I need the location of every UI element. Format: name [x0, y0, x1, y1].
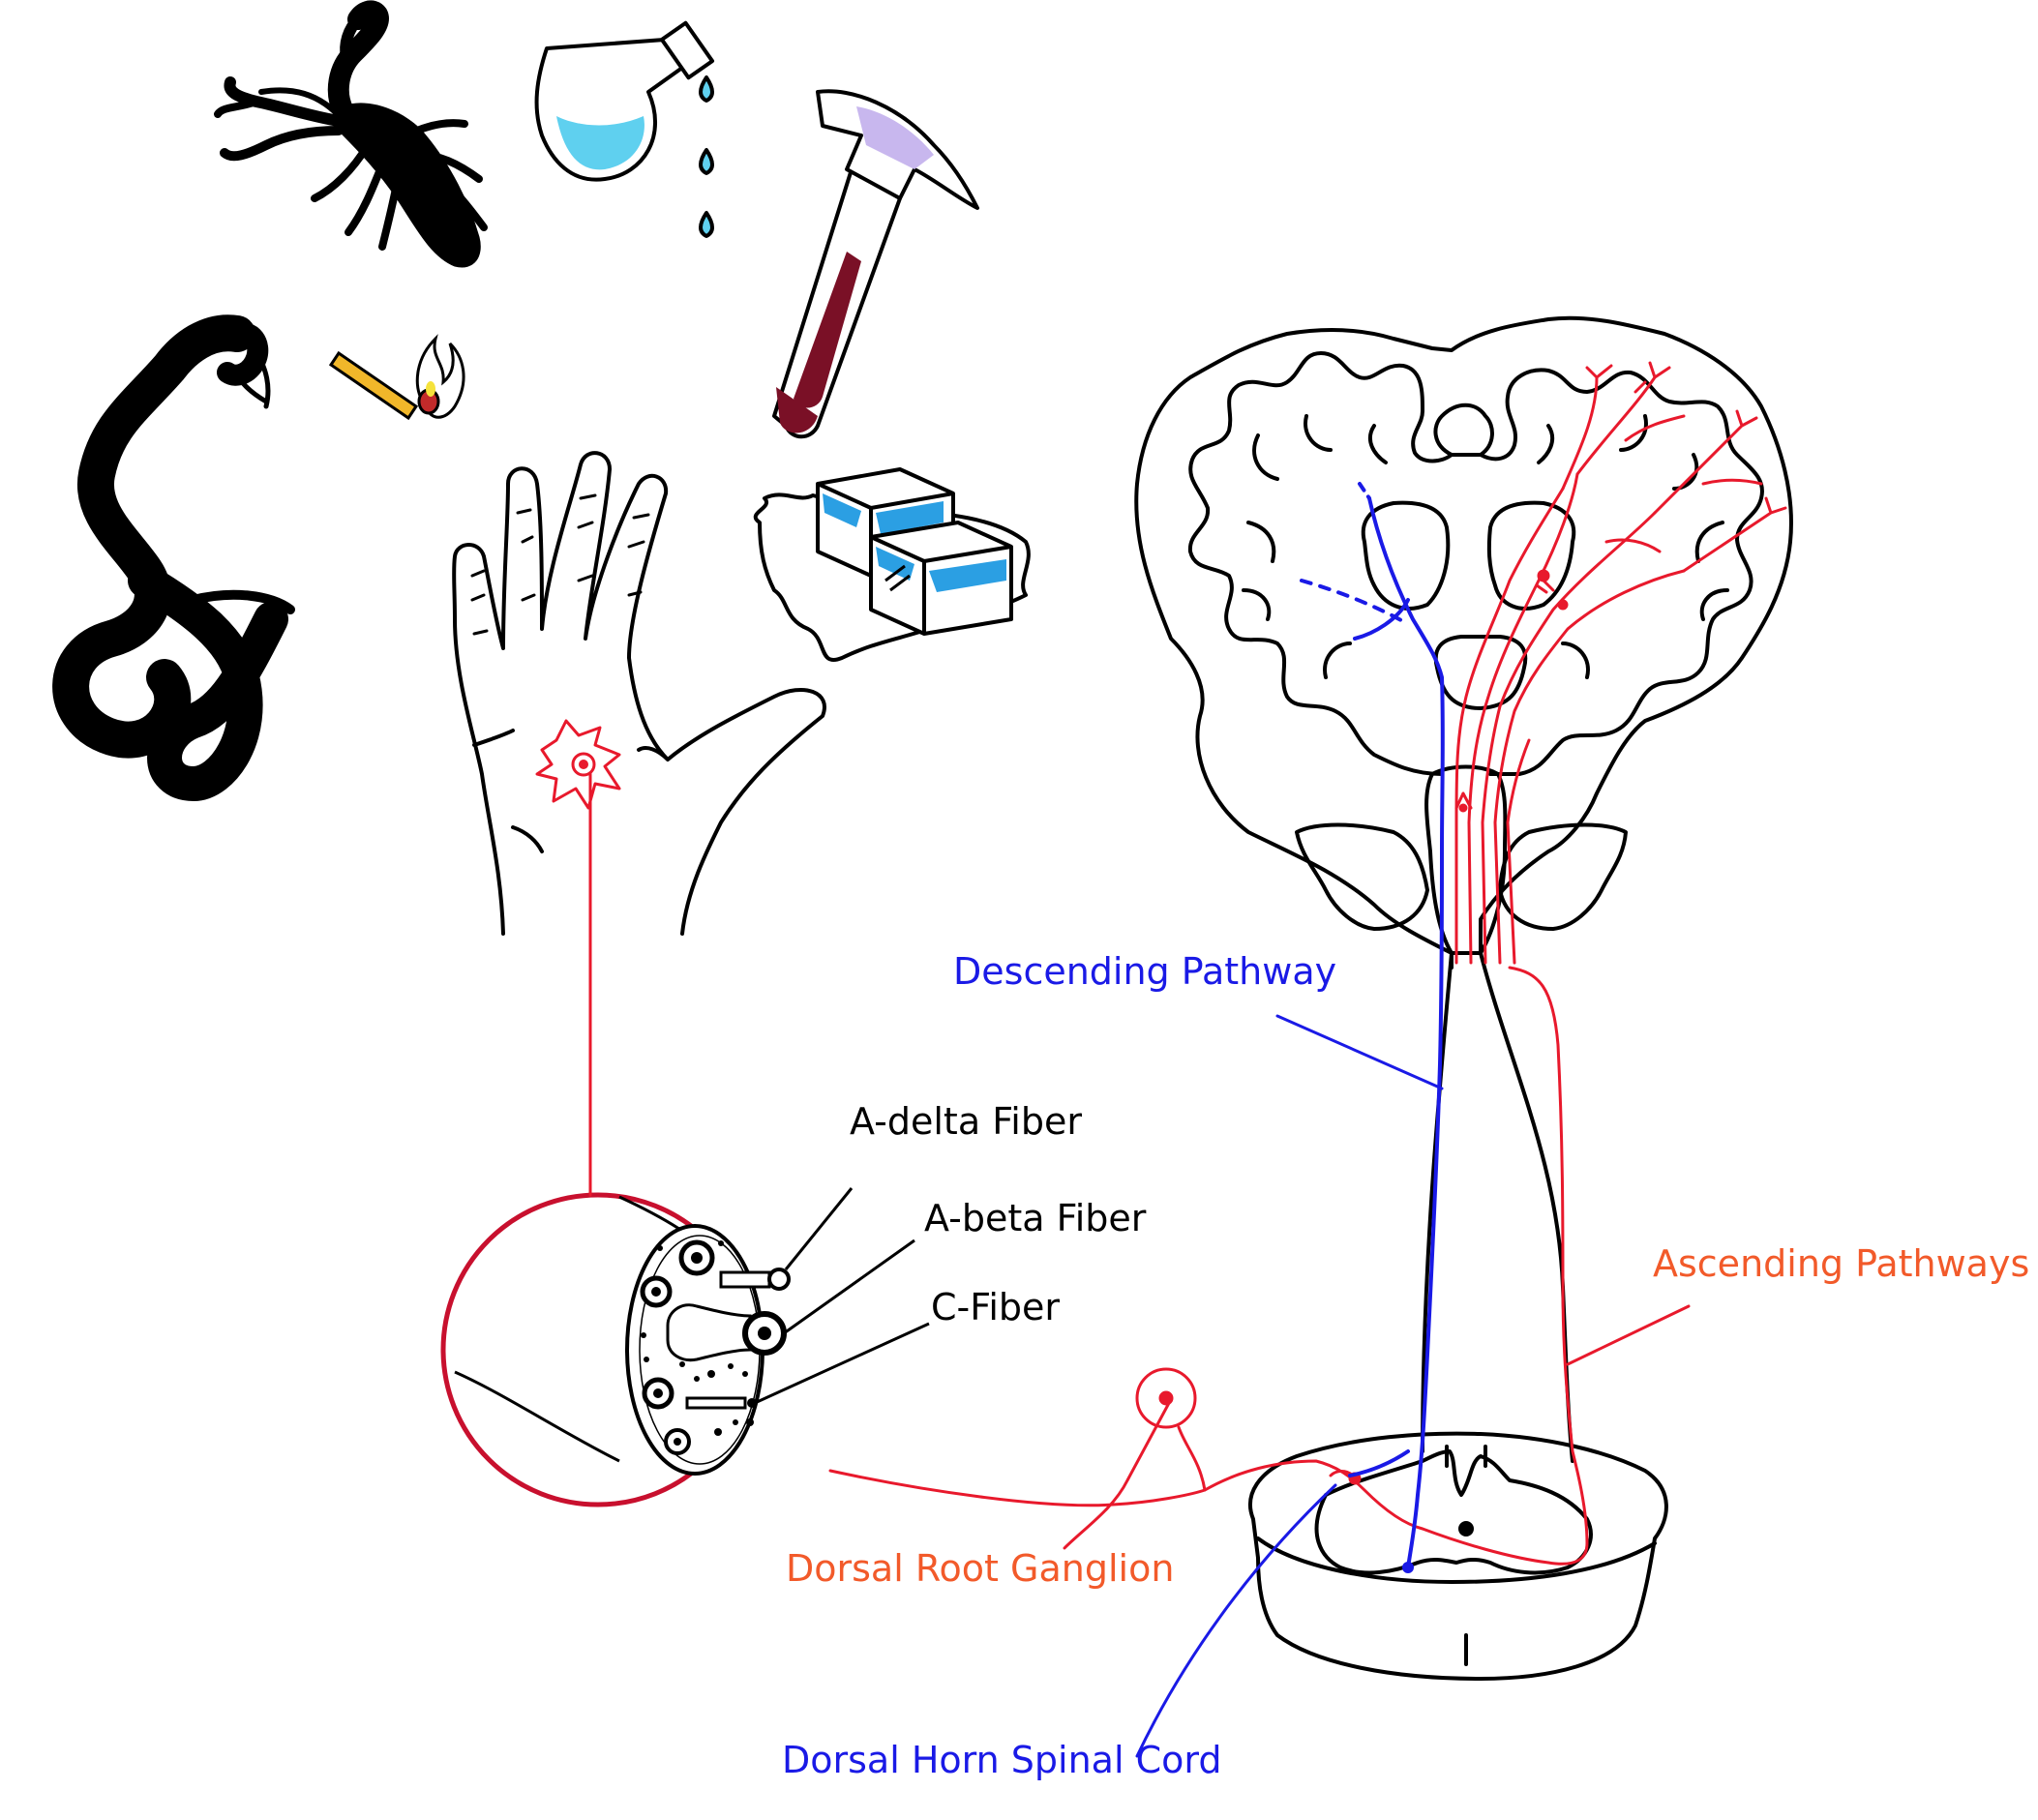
hammer-icon: [772, 89, 979, 439]
ice-cubes-icon: [753, 467, 1031, 662]
ascending-pathway-lines: [588, 361, 1787, 1566]
dorsal-root-ganglion-label: Dorsal Root Ganglion: [786, 1547, 1175, 1590]
hand-icon: [452, 451, 826, 936]
nociceptor-icon: [535, 719, 621, 810]
spinal-cord-icon: [1248, 951, 1668, 1681]
descending-pathway-lines: [1135, 482, 1445, 1758]
match-icon: [328, 334, 465, 421]
ascending-pathways-label: Ascending Pathways: [1653, 1242, 2030, 1285]
a-beta-fiber-label: A-beta Fiber: [924, 1197, 1147, 1239]
dorsal-horn-spinal-cord-label: Dorsal Horn Spinal Cord: [782, 1739, 1222, 1781]
brain-icon: [1134, 315, 1793, 970]
snake-icon: [52, 314, 295, 801]
scorpion-icon: [214, 0, 488, 268]
descending-pathway-label: Descending Pathway: [953, 950, 1337, 993]
flask-icon: [534, 20, 715, 238]
a-delta-fiber-label: A-delta Fiber: [850, 1100, 1082, 1143]
nerve-cross-section-icon: [440, 1187, 930, 1507]
c-fiber-label: C-Fiber: [931, 1286, 1061, 1328]
